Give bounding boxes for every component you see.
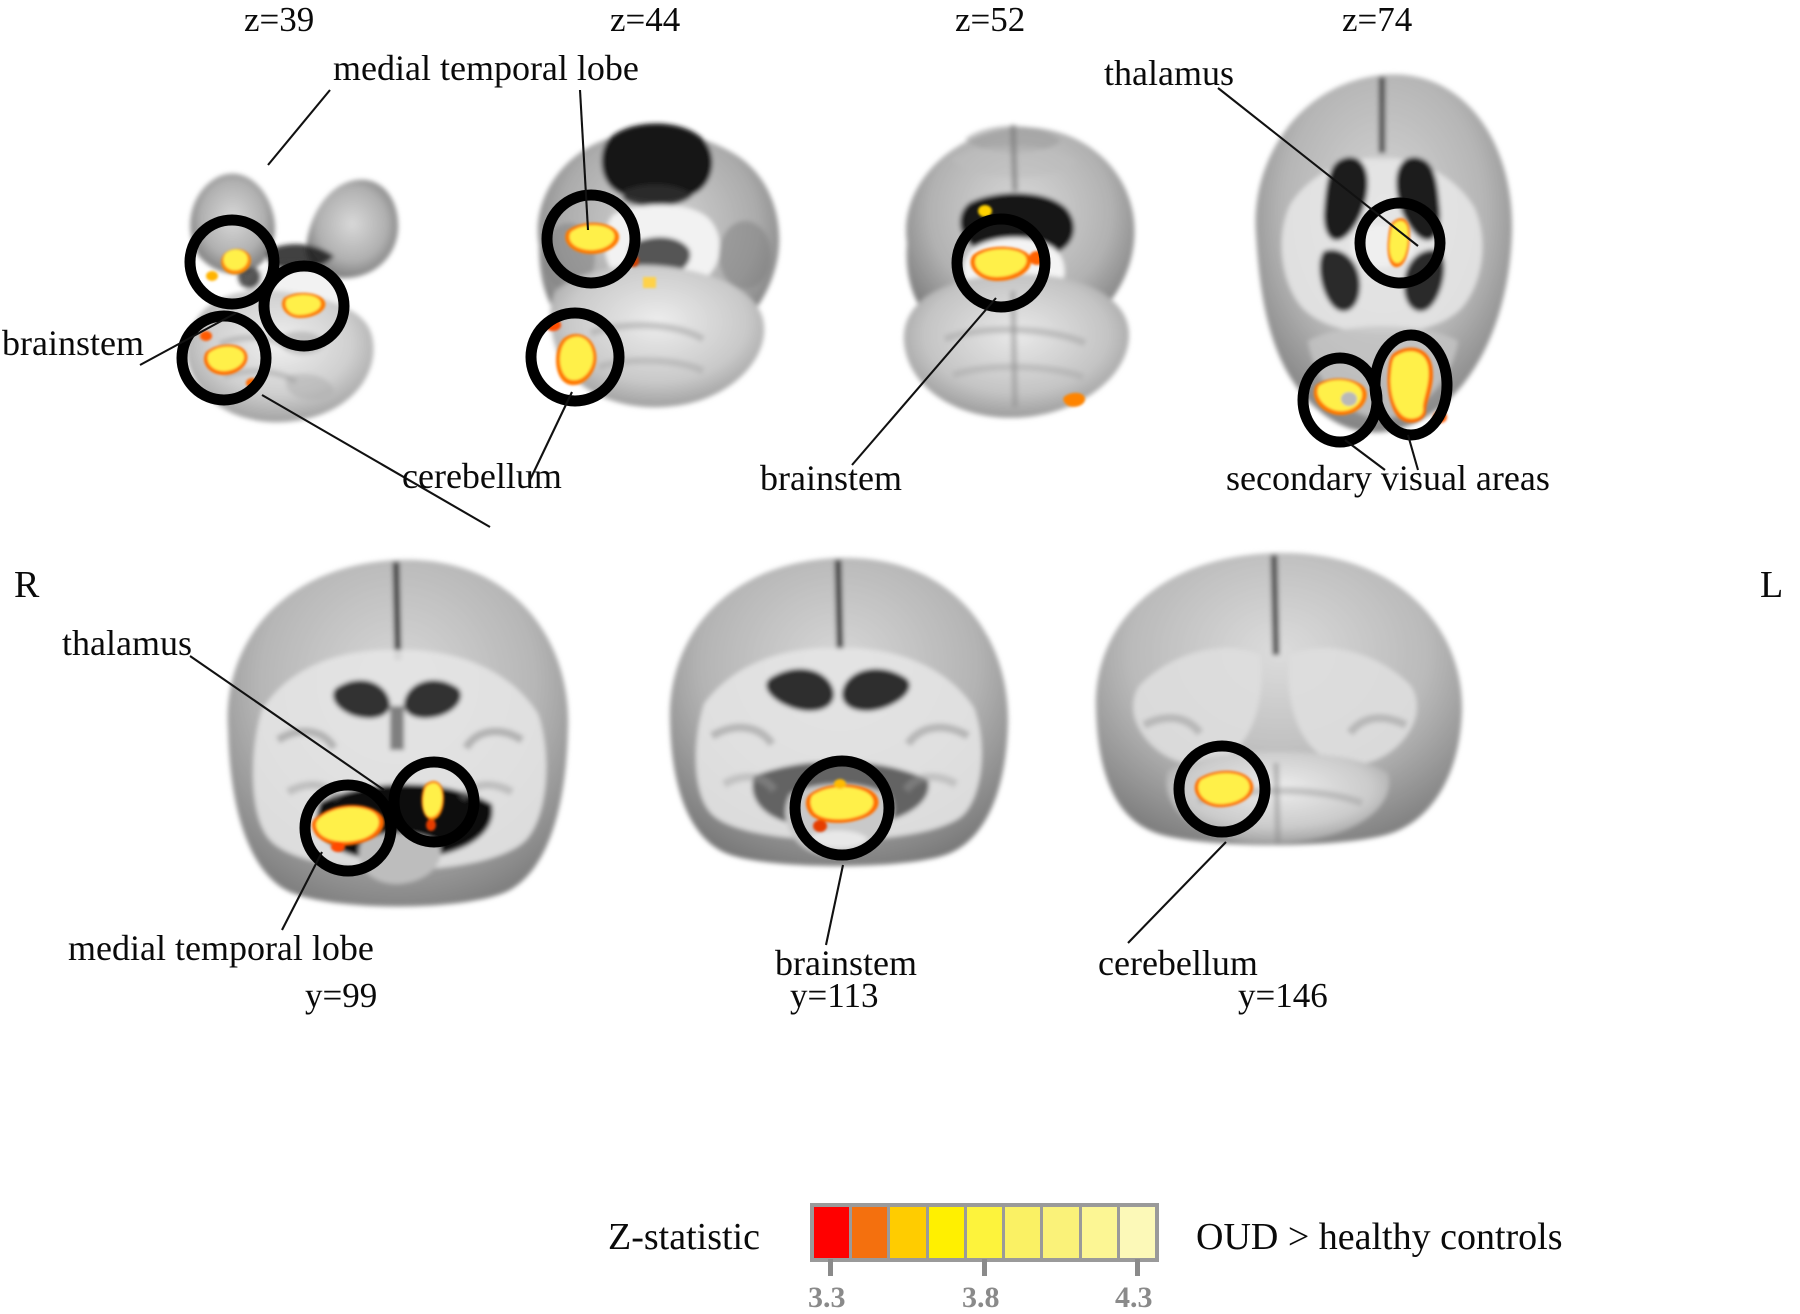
activation-cluster-core — [316, 807, 379, 842]
activation-speck — [978, 205, 992, 217]
colorbar-title: Z-statistic — [608, 1216, 760, 1258]
brain-slice-z74 — [1255, 74, 1513, 448]
annotation-brainstem-z52: brainstem — [760, 458, 902, 498]
activation-cluster-core — [1198, 773, 1250, 805]
colorbar-caption: OUD > healthy controls — [1196, 1216, 1563, 1258]
annotation-secondary-visual-areas: secondary visual areas — [1226, 458, 1550, 498]
colorbar-tick-3-3 — [828, 1259, 833, 1276]
slice-label-y99: y=99 — [305, 976, 378, 1015]
activation-speck — [643, 277, 656, 288]
colorbar — [810, 1203, 1159, 1262]
annotation-brainstem-z39: brainstem — [2, 323, 144, 363]
brain-slice-y99 — [227, 559, 569, 907]
activation-cluster-core — [423, 783, 442, 817]
colorbar-wrap: 3.3 3.8 4.3 — [808, 1203, 1159, 1313]
slice-label-z74: z=74 — [1342, 0, 1413, 39]
brain-slice-z44 — [525, 123, 780, 408]
slice-label-y113: y=113 — [790, 976, 879, 1015]
colorbar-segment-6 — [1005, 1207, 1044, 1258]
colorbar-tick-label-3-8: 3.8 — [962, 1281, 1000, 1314]
annotation-medial-temporal-lobe-y99: medial temporal lobe — [68, 928, 374, 968]
annotation-circle-cerebellum-z44 — [525, 307, 625, 407]
annotation-circle-brainstem — [258, 260, 350, 352]
activation-speck — [834, 779, 846, 789]
colorbar-tick-label-3-3: 3.3 — [808, 1281, 846, 1314]
colorbar-segment-7 — [1043, 1207, 1082, 1258]
brain-slice-z52 — [903, 124, 1135, 418]
colorbar-segment-8 — [1081, 1207, 1120, 1258]
activation-speck — [1063, 392, 1085, 407]
activation-cluster-core — [569, 225, 615, 251]
activation-cluster-core — [975, 249, 1027, 277]
annotation-circle-brainstem-z52 — [951, 213, 1051, 313]
annotation-circle-brainstem-y113 — [789, 755, 895, 861]
slice-label-y146: y=146 — [1238, 976, 1328, 1015]
activation-cluster-core — [285, 295, 321, 315]
colorbar-segment-9 — [1119, 1207, 1155, 1258]
orientation-marker-right: R — [14, 564, 40, 606]
activation-cluster-core — [223, 249, 248, 271]
orientation-marker-left: L — [1760, 564, 1784, 606]
annotation-thalamus-z74: thalamus — [1104, 53, 1234, 93]
annotation-circle-cerebellum-y146 — [1173, 740, 1271, 838]
annotation-circle-thalamus-y99 — [388, 756, 480, 848]
annotation-circle-medial-temporal-lobe-z44 — [541, 189, 641, 289]
colorbar-tick-3-8 — [982, 1259, 987, 1276]
activation-speck — [200, 331, 212, 341]
slice-label-z39: z=39 — [244, 0, 315, 39]
colorbar-segment-5 — [966, 1207, 1006, 1258]
brain-slice-z39 — [176, 173, 399, 423]
activation-speck — [813, 820, 827, 832]
colorbar-tick-label-4-3: 4.3 — [1115, 1281, 1153, 1314]
activation-hole — [1341, 392, 1357, 406]
annotation-circle-medial-temporal-lobe — [184, 214, 280, 310]
brain-slice-y113 — [669, 557, 1009, 866]
colorbar-segment-4 — [928, 1207, 967, 1258]
activation-cluster-core — [560, 336, 594, 381]
annotation-brainstem-y113: brainstem — [775, 943, 917, 983]
activation-cluster-core — [1390, 351, 1429, 419]
slice-label-z44: z=44 — [610, 0, 681, 39]
slice-label-z52: z=52 — [955, 0, 1026, 39]
annotation-cerebellum-y146: cerebellum — [1098, 943, 1258, 983]
activation-cluster-core — [810, 787, 874, 820]
colorbar-tick-4-3 — [1135, 1259, 1140, 1276]
activation-speck — [426, 819, 436, 831]
colorbar-segment-2 — [852, 1207, 891, 1258]
colorbar-segment-3 — [890, 1207, 929, 1258]
activation-speck — [331, 842, 345, 852]
colorbar-segment-1 — [814, 1207, 853, 1258]
annotation-thalamus-y99: thalamus — [62, 623, 192, 663]
annotation-medial-temporal-lobe: medial temporal lobe — [333, 48, 639, 88]
activation-speck — [206, 271, 218, 281]
brain-slice-y146 — [1095, 552, 1463, 845]
